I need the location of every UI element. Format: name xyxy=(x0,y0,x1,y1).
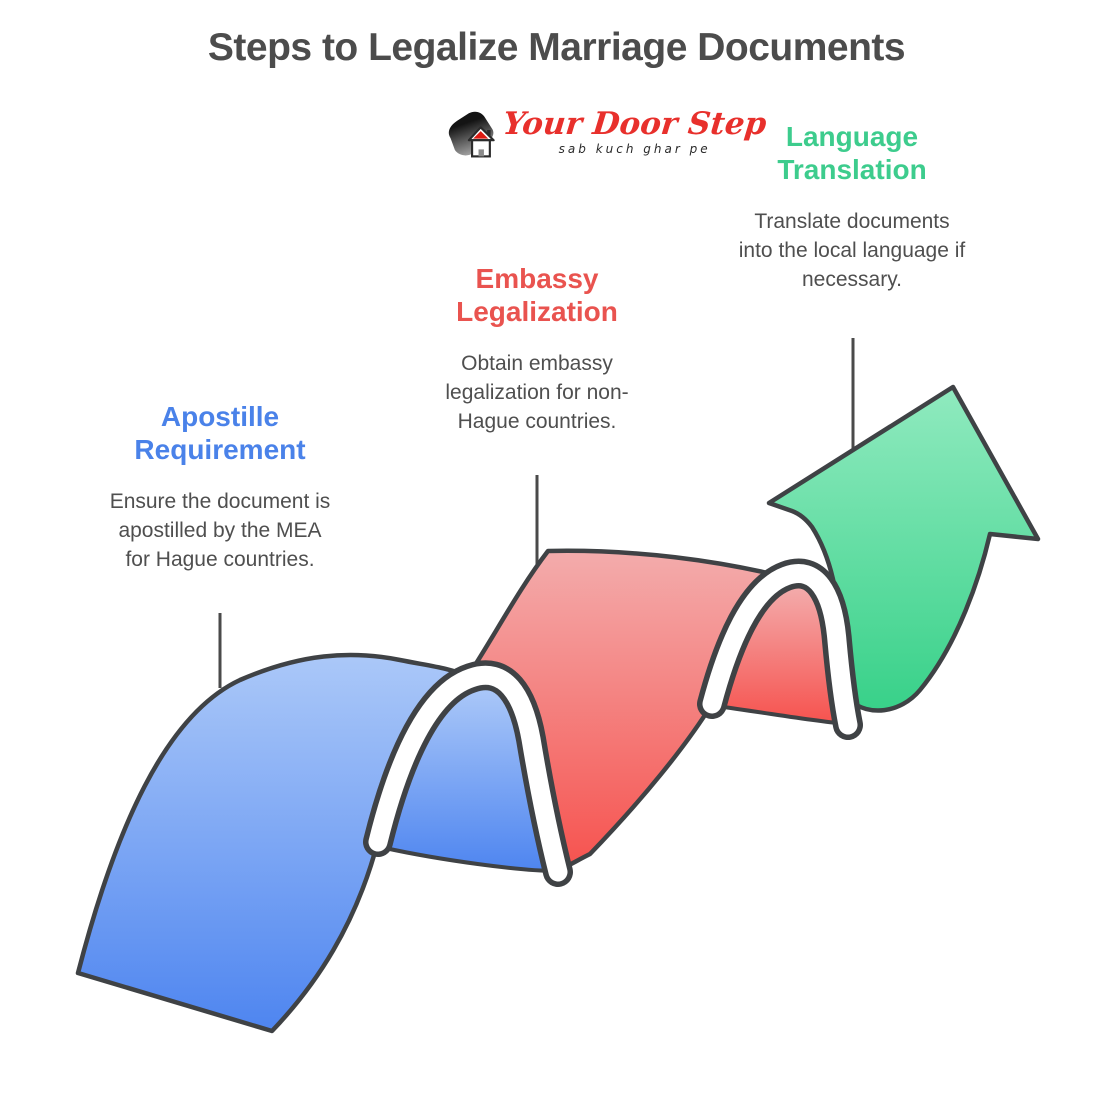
step-apostille-description: Ensure the document is apostilled by the… xyxy=(109,490,331,571)
ribbon-curl-1-face xyxy=(368,665,568,882)
page-title: Steps to Legalize Marriage Documents xyxy=(207,26,906,69)
step-apostille-title: Apostille Requirement xyxy=(134,401,306,466)
step-embassy-description: Obtain embassy legalization for non- Hag… xyxy=(445,352,629,433)
house-logo-icon xyxy=(448,111,495,158)
brand-logo: Your Door Step sab kuch ghar pe xyxy=(443,106,768,166)
step-embassy-title: Embassy Legalization xyxy=(456,263,618,328)
step-language-description: Translate documents into the local langu… xyxy=(738,210,966,291)
step-language: Language Translation Translate documents… xyxy=(702,120,1002,295)
ribbon-curl-2-face xyxy=(702,564,858,735)
step-language-title: Language Translation xyxy=(777,121,927,186)
apostille-wave-shape xyxy=(75,652,469,1034)
step-apostille: Apostille Requirement Ensure the documen… xyxy=(70,400,370,575)
brand-tagline: sab kuch ghar pe xyxy=(558,141,711,156)
step-embassy: Embassy Legalization Obtain embassy lega… xyxy=(387,262,687,437)
